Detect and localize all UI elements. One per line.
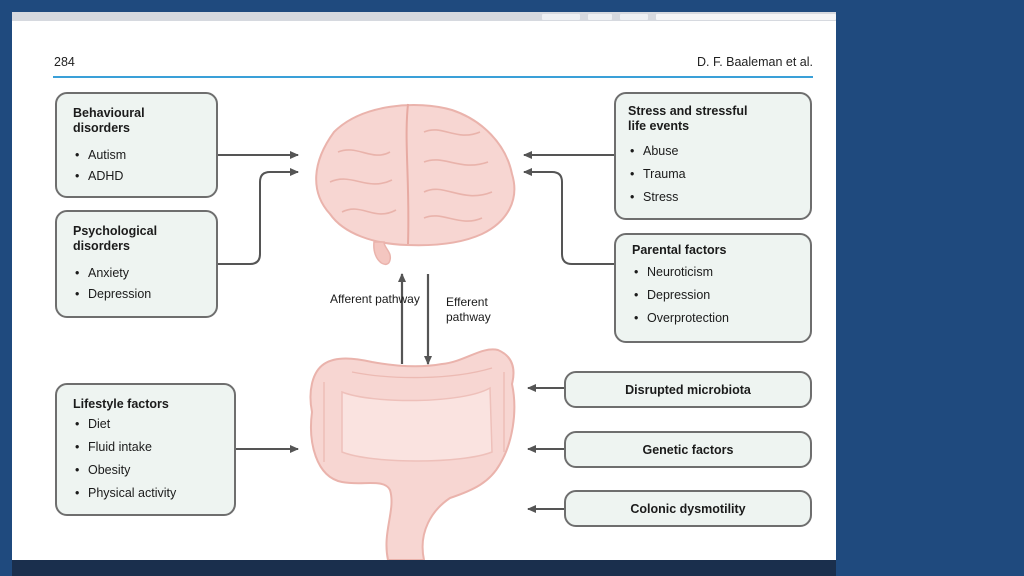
genetic-factors-box: Genetic factors bbox=[564, 431, 812, 468]
list-item: Diet bbox=[73, 417, 224, 432]
lifestyle-factors-box: Lifestyle factors Diet Fluid intake Obes… bbox=[55, 383, 236, 516]
lifestyle-factors-title: Lifestyle factors bbox=[73, 397, 169, 411]
stress-life-events-title: Stress and stressful life events bbox=[628, 104, 748, 133]
list-item: Obesity bbox=[73, 463, 224, 478]
toolbar-button[interactable] bbox=[588, 14, 612, 20]
arrow-psychological-to-brain bbox=[218, 168, 299, 265]
efferent-pathway-label: Efferent pathway bbox=[446, 295, 491, 324]
list-item: ADHD bbox=[73, 169, 206, 184]
afferent-pathway-label: Afferent pathway bbox=[330, 292, 420, 306]
list-item: Autism bbox=[73, 148, 206, 163]
toolbar-button[interactable] bbox=[620, 14, 648, 20]
arrow-parental-to-brain bbox=[523, 168, 614, 265]
list-item: Depression bbox=[73, 287, 206, 302]
psychological-disorders-title: Psychological disorders bbox=[73, 224, 158, 253]
running-header-authors: D. F. Baaleman et al. bbox=[696, 55, 813, 69]
list-item: Abuse bbox=[628, 144, 800, 159]
parental-factors-box: Parental factors Neuroticism Depression … bbox=[614, 233, 812, 343]
list-item: Neuroticism bbox=[632, 265, 800, 280]
toolbar-field[interactable] bbox=[656, 14, 836, 20]
gut-brain-diagram bbox=[218, 103, 614, 561]
list-item: Physical activity bbox=[73, 486, 224, 501]
list-item: Stress bbox=[628, 190, 800, 205]
toolbar-button[interactable] bbox=[542, 14, 580, 20]
list-item: Trauma bbox=[628, 167, 800, 182]
colon-illustration bbox=[309, 348, 516, 561]
viewer-toolbar bbox=[12, 12, 836, 21]
genetic-factors-title: Genetic factors bbox=[642, 442, 734, 457]
page-number: 284 bbox=[54, 55, 75, 69]
psychological-disorders-box: Psychological disorders Anxiety Depressi… bbox=[55, 210, 218, 318]
parental-factors-title: Parental factors bbox=[632, 243, 727, 257]
behavioural-disorders-box: Behavioural disorders Autism ADHD bbox=[55, 92, 218, 198]
disrupted-microbiota-box: Disrupted microbiota bbox=[564, 371, 812, 408]
slide-bottom-strip bbox=[12, 560, 836, 576]
list-item: Overprotection bbox=[632, 311, 800, 326]
colonic-dysmotility-box: Colonic dysmotility bbox=[564, 490, 812, 527]
stress-life-events-box: Stress and stressful life events Abuse T… bbox=[614, 92, 812, 220]
behavioural-disorders-title: Behavioural disorders bbox=[73, 106, 145, 135]
list-item: Depression bbox=[632, 288, 800, 303]
colonic-dysmotility-title: Colonic dysmotility bbox=[630, 501, 746, 516]
brain-illustration bbox=[315, 103, 516, 265]
disrupted-microbiota-title: Disrupted microbiota bbox=[625, 382, 751, 397]
document-page: 284 D. F. Baaleman et al. bbox=[12, 12, 836, 562]
header-rule bbox=[53, 76, 813, 78]
list-item: Anxiety bbox=[73, 266, 206, 281]
list-item: Fluid intake bbox=[73, 440, 224, 455]
